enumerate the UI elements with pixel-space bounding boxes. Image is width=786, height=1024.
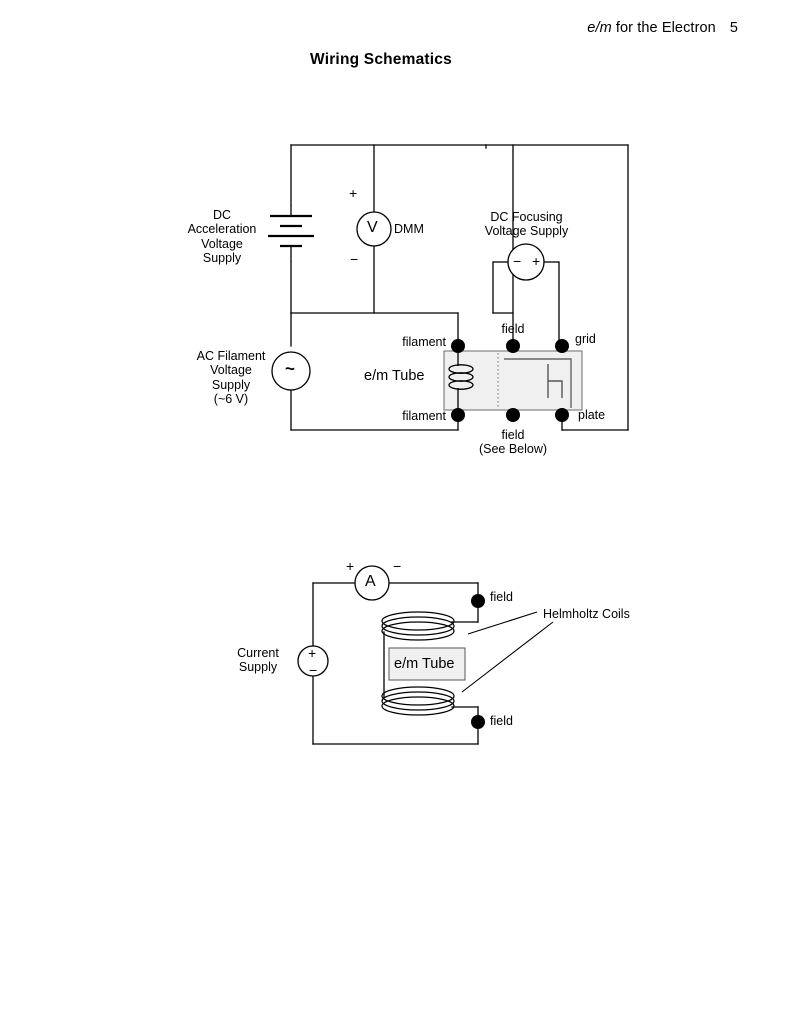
battery-symbol: [268, 214, 314, 248]
dot-field-lower: [471, 715, 485, 729]
voltmeter-glyph: V: [367, 219, 378, 236]
em-tube-box-bottom: [388, 647, 466, 681]
focusing-supply-symbol: [493, 243, 559, 281]
focusing-minus-sign: −: [513, 253, 522, 269]
bottom-circuit-wires: [312, 582, 479, 745]
dot-plate: [555, 408, 569, 422]
ammeter-glyph: A: [365, 573, 376, 590]
running-head-rest: for the Electron: [611, 20, 716, 36]
label-em-tube-top: e/m Tube: [364, 368, 425, 384]
ammeter-minus-sign: −: [393, 558, 402, 574]
current-supply-minus-sign: −: [309, 662, 318, 678]
voltmeter-symbol: [356, 211, 392, 247]
label-terminal-plate: plate: [578, 408, 606, 422]
ac-source-glyph: ~: [285, 359, 295, 378]
focusing-plus-sign: +: [532, 253, 541, 269]
label-em-tube-bottom: e/m Tube: [394, 656, 455, 672]
label-terminal-grid: grid: [575, 332, 596, 346]
label-terminal-filament-bottom: filament: [402, 409, 446, 423]
bottom-terminal-dots: [471, 594, 485, 729]
ammeter-symbol: [354, 565, 390, 601]
label-dmm: DMM: [394, 222, 424, 236]
filament-coil-icon: [448, 364, 474, 390]
dmm-plus-sign: +: [349, 185, 358, 201]
ammeter-plus-sign: +: [346, 558, 355, 574]
em-tube-body: [443, 350, 583, 411]
label-terminal-field-bottom: field (See Below): [478, 428, 548, 457]
page-number: 5: [729, 20, 738, 36]
dmm-minus-sign: −: [350, 251, 359, 267]
label-current-supply: Current Supply: [237, 646, 279, 675]
helmholtz-coil-bottom: [381, 686, 455, 716]
label-ac-filament-voltage-supply: AC Filament Voltage Supply (~6 V): [196, 349, 266, 407]
label-terminal-field-top: field: [501, 322, 525, 336]
page-title: Wiring Schematics: [310, 51, 452, 68]
helmholtz-leader-lines: [461, 611, 554, 693]
running-head-em: e/m: [587, 20, 612, 36]
dot-field-upper: [471, 594, 485, 608]
label-terminal-field-lower: field: [490, 714, 513, 728]
label-dc-focusing-voltage-supply: DC Focusing Voltage Supply: [484, 210, 569, 239]
label-dc-acceleration-voltage-supply: DC Acceleration Voltage Supply: [187, 208, 257, 266]
dot-filament-top: [451, 339, 465, 353]
dot-field-top: [506, 339, 520, 353]
label-terminal-filament-top: filament: [402, 335, 446, 349]
top-circuit-wires: [290, 144, 629, 431]
dot-grid: [555, 339, 569, 353]
ac-source-symbol: [271, 351, 311, 391]
current-supply-symbol: [297, 645, 329, 677]
dot-field-bottom: [506, 408, 520, 422]
helmholtz-coil-top: [381, 611, 455, 641]
label-terminal-field-upper: field: [490, 590, 513, 604]
current-supply-plus-sign: +: [308, 645, 317, 661]
top-terminal-dots: [451, 339, 569, 422]
label-helmholtz-coils: Helmholtz Coils: [543, 607, 630, 621]
dot-filament-bottom: [451, 408, 465, 422]
running-head: e/m for the Electron 5: [587, 20, 738, 36]
